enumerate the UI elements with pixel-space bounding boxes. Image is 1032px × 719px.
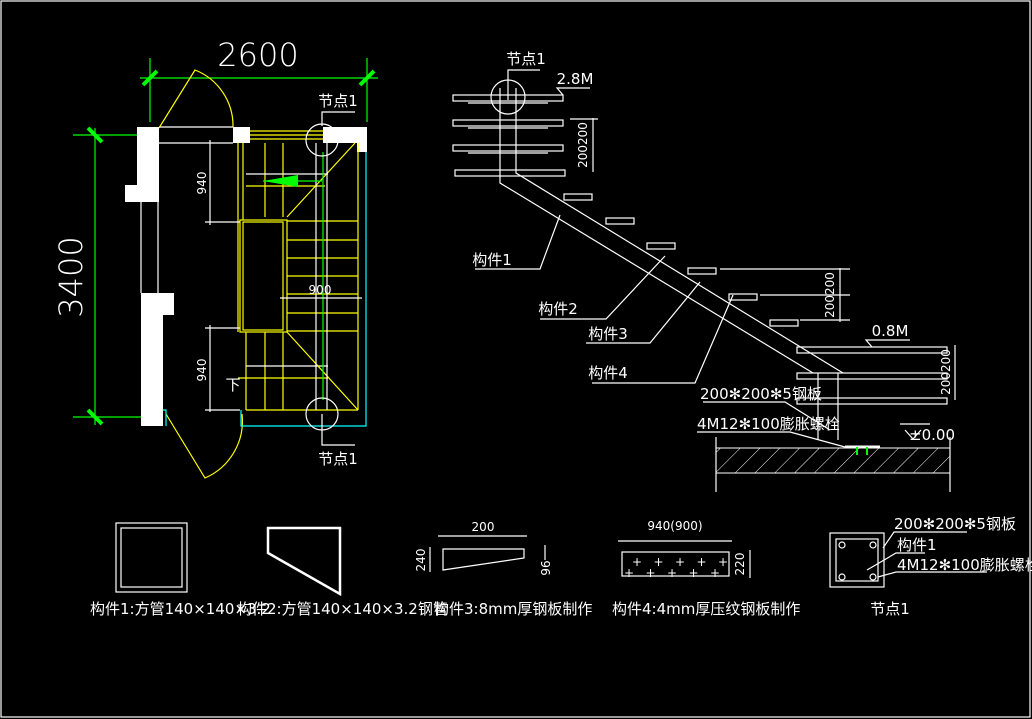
node-member-label: 构件1: [897, 536, 937, 554]
dim-bottom: 200200: [939, 349, 953, 395]
member4-callout: 构件4: [588, 364, 628, 382]
texture-marks: + + + + +: [624, 566, 720, 580]
member2-callout: 构件2: [538, 300, 578, 318]
bolt-callout: 4M12✻100膨胀螺栓: [697, 415, 840, 433]
member3-callout: 构件3: [588, 325, 628, 343]
depth-dimension: 3400: [52, 126, 145, 426]
top-landing: 节点1 2.8M 200200: [452, 50, 598, 177]
ground-level-label: ±0.00: [909, 426, 955, 444]
member3-detail: 200 240 96 构件3:8mm厚钢板制作: [414, 520, 592, 618]
doors: [158, 69, 243, 479]
node-label-top: 节点1: [318, 92, 358, 110]
walls: [125, 126, 367, 426]
elev-node-label: 节点1: [506, 50, 546, 68]
node-label-bottom: 节点1: [318, 450, 358, 468]
member3-height2: 96: [538, 560, 552, 575]
member2-detail: 构件2:方管140×140×3.2钢管: [237, 526, 448, 618]
ground-slab: [715, 437, 951, 492]
node1-detail: 200✻200✻5钢板 构件1 4M12✻100膨胀螺栓 节点1: [829, 515, 1032, 618]
member-callouts: 构件1 构件2 构件3 构件4 200✻200✻5钢板 4M12✻100膨胀螺栓: [472, 214, 846, 448]
width-dimension: 2600: [140, 36, 378, 122]
member1-caption: 构件1:方管140×140×3.2: [90, 600, 271, 618]
stringer: [499, 88, 844, 440]
dim-mid: 200200: [823, 272, 837, 318]
node-markers: 节点1 节点1: [305, 92, 358, 468]
plate-callout: 200✻200✻5钢板: [700, 385, 822, 403]
node-caption: 节点1: [870, 600, 910, 618]
depth-dim-label: 3400: [52, 236, 90, 317]
down-label: 下: [225, 376, 240, 394]
width-dim-label: 2600: [217, 36, 298, 74]
stair-outline: [163, 152, 367, 427]
member4-height: 220: [733, 553, 747, 576]
node-plate-label: 200✻200✻5钢板: [894, 515, 1016, 533]
member4-detail: + + + + + + + + + + 940(900) 220 构件4:4mm…: [612, 519, 800, 618]
member4-length: 940(900): [647, 519, 702, 533]
texture-marks: + + + + +: [632, 555, 728, 569]
mid-level-label: 0.8M: [872, 322, 909, 340]
flight-dimensions: 940 940 900 下: [195, 140, 362, 412]
stair-plan: 2600 3400: [52, 36, 378, 479]
member3-length: 200: [472, 520, 495, 534]
stair-treads: [237, 130, 359, 411]
member1-detail: 构件1:方管140×140×3.2: [90, 522, 271, 618]
node-bolt-label: 4M12✻100膨胀螺栓: [897, 556, 1032, 574]
flight-dim-bottom: 940: [195, 359, 209, 382]
direction-arrow: [263, 175, 322, 187]
stair-width-dim: 900: [309, 283, 332, 297]
steps: 200200: [563, 193, 850, 327]
member4-caption: 构件4:4mm厚压纹钢板制作: [612, 600, 800, 618]
top-level-label: 2.8M: [557, 70, 594, 88]
stair-elevation: 节点1 2.8M 200200 200200: [452, 50, 956, 492]
bottom-landing: 0.8M 200200 ±0.00: [796, 322, 956, 444]
dim-top: 200200: [576, 122, 590, 168]
flight-dim-top: 940: [195, 172, 209, 195]
member1-callout: 构件1: [472, 251, 512, 269]
member3-caption: 构件3:8mm厚钢板制作: [434, 600, 592, 618]
member2-caption: 构件2:方管140×140×3.2钢管: [237, 600, 448, 618]
member3-height1: 240: [414, 549, 428, 572]
